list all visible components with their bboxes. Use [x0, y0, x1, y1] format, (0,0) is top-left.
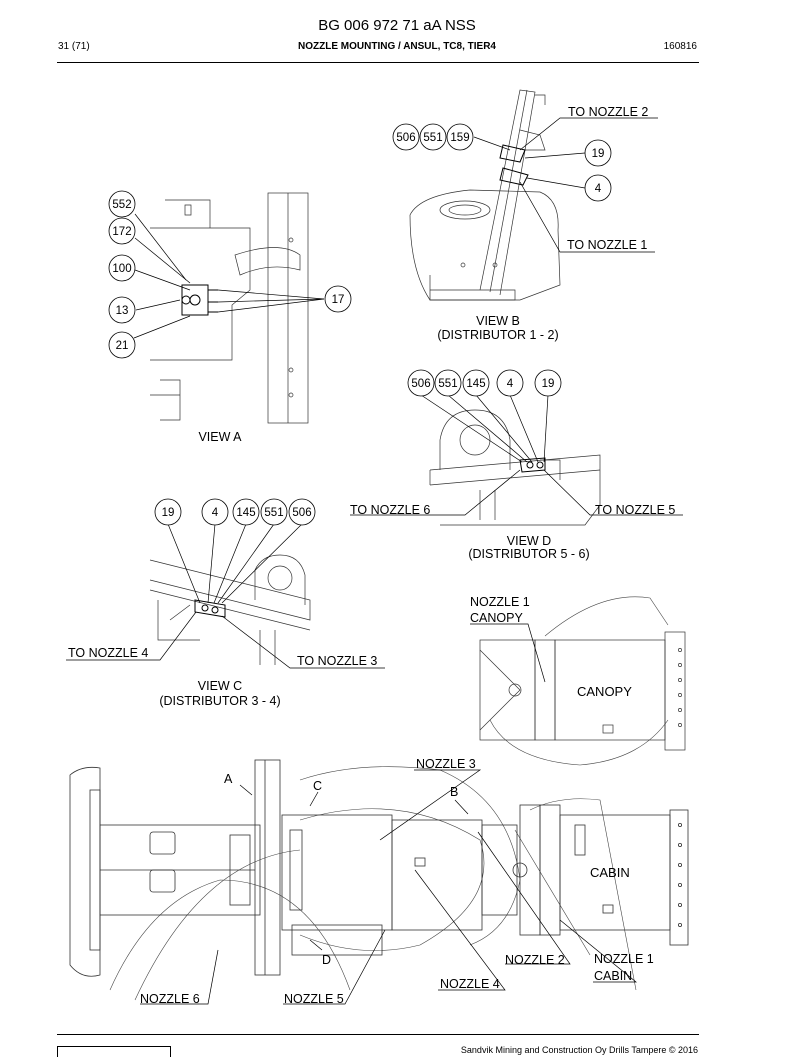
- balloon-551: 551: [438, 378, 457, 390]
- view-c: 19 4 145 551 506 TO NOZZLE 4 TO NOZZLE 3…: [66, 498, 385, 708]
- view-a: 552 172 100 13 21 17 VIEW A: [108, 190, 352, 444]
- page-number: 31 (71): [58, 41, 90, 52]
- view-c-subtitle: (DISTRIBUTOR 3 - 4): [159, 694, 280, 708]
- canopy-area-label: CANOPY: [577, 684, 632, 699]
- nozzle-3-label: NOZZLE 3: [416, 757, 476, 771]
- view-b-title: VIEW B: [476, 314, 520, 328]
- to-nozzle-3-label: TO NOZZLE 3: [297, 654, 377, 668]
- view-c-title: VIEW C: [198, 679, 242, 693]
- to-nozzle-1-label: TO NOZZLE 1: [567, 238, 647, 252]
- to-nozzle-6-label: TO NOZZLE 6: [350, 503, 430, 517]
- balloon-4: 4: [595, 183, 602, 195]
- balloon-551: 551: [264, 507, 283, 519]
- footer-rule: [57, 1034, 699, 1035]
- balloon-506: 506: [396, 132, 415, 144]
- canopy-label: CANOPY: [470, 611, 523, 625]
- balloon-19: 19: [542, 378, 555, 390]
- view-b: 506 551 159 19 4 TO NOZZLE 2 TO NOZZLE 1…: [392, 89, 658, 342]
- nozzle-1-label: NOZZLE 1: [470, 595, 530, 609]
- balloon-21: 21: [116, 340, 129, 352]
- balloon-100: 100: [112, 263, 131, 275]
- nozzle-6-label: NOZZLE 6: [140, 992, 200, 1006]
- balloon-4: 4: [507, 378, 514, 390]
- canopy-detail: NOZZLE 1 CANOPY CANOPY: [470, 595, 686, 766]
- view-d-subtitle: (DISTRIBUTOR 5 - 6): [468, 547, 589, 561]
- page-title: NOZZLE MOUNTING / ANSUL, TC8, TIER4: [298, 41, 496, 52]
- balloon-506: 506: [292, 507, 311, 519]
- balloon-172: 172: [112, 226, 131, 238]
- balloon-13: 13: [116, 305, 129, 317]
- balloon-552: 552: [112, 199, 131, 211]
- view-d-marker: D: [322, 953, 331, 967]
- view-b-subtitle: (DISTRIBUTOR 1 - 2): [437, 328, 558, 342]
- view-d-title: VIEW D: [507, 534, 551, 548]
- balloon-19: 19: [592, 148, 605, 160]
- balloon-506: 506: [411, 378, 430, 390]
- view-a-marker: A: [224, 772, 233, 786]
- view-c-marker: C: [313, 779, 322, 793]
- view-d: 506 551 145 4 19 TO NOZZLE 6 TO NOZZLE 5…: [350, 369, 683, 561]
- revision-date: 160816: [663, 41, 697, 52]
- footer-copyright: Sandvik Mining and Construction Oy Drill…: [460, 1045, 698, 1055]
- to-nozzle-5-label: TO NOZZLE 5: [595, 503, 675, 517]
- balloon-17: 17: [332, 294, 345, 306]
- balloon-145: 145: [236, 507, 255, 519]
- balloon-551: 551: [423, 132, 442, 144]
- cabin-label: CABIN: [594, 969, 632, 983]
- nozzle-1-label: NOZZLE 1: [594, 952, 654, 966]
- nozzle-4-label: NOZZLE 4: [440, 977, 500, 991]
- document-code: BG 006 972 71 aA NSS: [318, 17, 476, 34]
- header-rule: [57, 62, 699, 63]
- to-nozzle-2-label: TO NOZZLE 2: [568, 105, 648, 119]
- nozzle-5-label: NOZZLE 5: [284, 992, 344, 1006]
- balloon-159: 159: [450, 132, 469, 144]
- cabin-area-label: CABIN: [590, 865, 630, 880]
- to-nozzle-4-label: TO NOZZLE 4: [68, 646, 148, 660]
- view-b-marker: B: [450, 785, 458, 799]
- nozzle-2-label: NOZZLE 2: [505, 953, 565, 967]
- machine-overview: A C B D NOZZLE 3 NOZZLE 2 NOZZLE 4 NOZZL…: [69, 757, 689, 1006]
- balloon-4: 4: [212, 507, 219, 519]
- balloon-19: 19: [162, 507, 175, 519]
- company-logo: [57, 1046, 171, 1057]
- view-a-title: VIEW A: [198, 430, 242, 444]
- balloon-145: 145: [466, 378, 485, 390]
